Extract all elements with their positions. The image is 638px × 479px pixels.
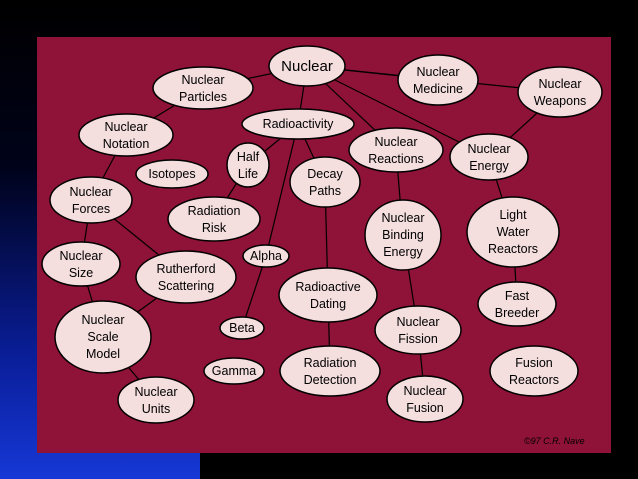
node-label-line: Half [237, 150, 260, 164]
node-label-line: Notation [103, 137, 150, 151]
node-label-line: Reactors [509, 373, 559, 387]
node-label-line: Nuclear [59, 249, 102, 263]
node-beta: Beta [219, 316, 265, 340]
node-label-line: Reactions [368, 152, 424, 166]
node-nuclear-label: Nuclear [281, 58, 333, 75]
node-label-line: Nuclear [181, 73, 224, 87]
node-label-line: Water [497, 225, 530, 239]
slide-bottom-frame [200, 452, 638, 479]
node-nuclear-notation: Nuclear Notation [78, 113, 174, 157]
node-label-line: Scattering [158, 279, 214, 293]
node-radioactive-dating: Radioactive Dating [278, 267, 378, 323]
node-label-line: Dating [310, 297, 346, 311]
node-label-line: Life [238, 167, 258, 181]
node-label-line: Nuclear [374, 135, 417, 149]
node-label-line: Fusion [406, 401, 444, 415]
node-label-line: Size [69, 266, 93, 280]
node-label-line: Breeder [495, 306, 539, 320]
node-label-line: Weapons [534, 94, 587, 108]
node-label-line: Nuclear [381, 211, 424, 225]
node-nuclear-reactions: Nuclear Reactions [348, 127, 444, 173]
node-label-line: Fusion [515, 356, 553, 370]
node-rutherford-scattering: Rutherford Scattering [135, 250, 237, 304]
node-label-line: Light [499, 208, 527, 222]
node-label-line: Radioactive [295, 280, 360, 294]
node-label-line: Nuclear [69, 185, 112, 199]
node-label: Alpha [250, 249, 282, 263]
node-label: Isotopes [148, 167, 195, 181]
copyright-credit: ©97 C.R. Nave [524, 436, 585, 446]
node-nuclear-fission: Nuclear Fission [374, 305, 462, 355]
node-label-line: Energy [383, 245, 423, 259]
node-gamma: Gamma [203, 357, 265, 385]
node-label-line: Paths [309, 184, 341, 198]
node-label: Gamma [212, 364, 257, 378]
node-label-line: Nuclear [396, 315, 439, 329]
node-nuclear-binding-energy: Nuclear Binding Energy [364, 199, 442, 271]
node-label-line: Nuclear [416, 65, 459, 79]
node-label-line: Radiation [304, 356, 357, 370]
node-label-line: Binding [382, 228, 424, 242]
node-label-line: Nuclear [81, 313, 124, 327]
node-label-line: Forces [72, 202, 110, 216]
node-label: Radioactivity [263, 117, 335, 131]
node-half-life: Half Life [226, 142, 270, 188]
node-label-line: Nuclear [538, 77, 581, 91]
node-label-line: Fast [505, 289, 530, 303]
node-label-line: Particles [179, 90, 227, 104]
node-radiation-detection: Radiation Detection [279, 345, 381, 397]
node-label: Beta [229, 321, 255, 335]
node-nuclear-forces: Nuclear Forces [49, 176, 133, 224]
node-light-water-reactors: Light Water Reactors [466, 196, 560, 268]
node-label-line: Radiation [188, 204, 241, 218]
node-label-line: Decay [307, 167, 343, 181]
node-label-line: Model [86, 347, 120, 361]
node-nuclear-fusion: Nuclear Fusion [386, 375, 464, 423]
node-nuclear-weapons: Nuclear Weapons [517, 66, 603, 118]
node-radioactivity: Radioactivity [241, 108, 355, 140]
node-label-line: Nuclear [104, 120, 147, 134]
edge-radioactivity-alpha [265, 123, 299, 257]
node-decay-paths: Decay Paths [289, 156, 361, 208]
node-label-line: Units [142, 402, 170, 416]
node-label-line: Scale [87, 330, 118, 344]
node-radiation-risk: Radiation Risk [167, 196, 261, 242]
edge-alpha-beta [241, 255, 267, 329]
node-fusion-reactors: Fusion Reactors [489, 345, 579, 397]
node-label-line: Reactors [488, 242, 538, 256]
node-isotopes: Isotopes [135, 159, 209, 189]
node-nuclear-units: Nuclear Units [117, 376, 195, 424]
node-label-line: Nuclear [403, 384, 446, 398]
node-nuclear-scale-model: Nuclear Scale Model [54, 300, 152, 374]
node-label-line: Energy [469, 159, 509, 173]
node-alpha: Alpha [242, 244, 290, 268]
node-nuclear: Nuclear [268, 45, 346, 87]
node-label-line: Fission [398, 332, 438, 346]
node-label-line: Nuclear [134, 385, 177, 399]
node-label-line: Detection [304, 373, 357, 387]
node-nuclear-energy: Nuclear Energy [449, 133, 529, 181]
node-label-line: Medicine [413, 82, 463, 96]
node-nuclear-size: Nuclear Size [41, 241, 121, 287]
node-label-line: Rutherford [156, 262, 215, 276]
node-label-line: Risk [202, 221, 227, 235]
node-label-line: Nuclear [467, 142, 510, 156]
node-nuclear-medicine: Nuclear Medicine [397, 54, 479, 106]
node-fast-breeder: Fast Breeder [477, 281, 557, 327]
node-nuclear-particles: Nuclear Particles [152, 66, 254, 110]
